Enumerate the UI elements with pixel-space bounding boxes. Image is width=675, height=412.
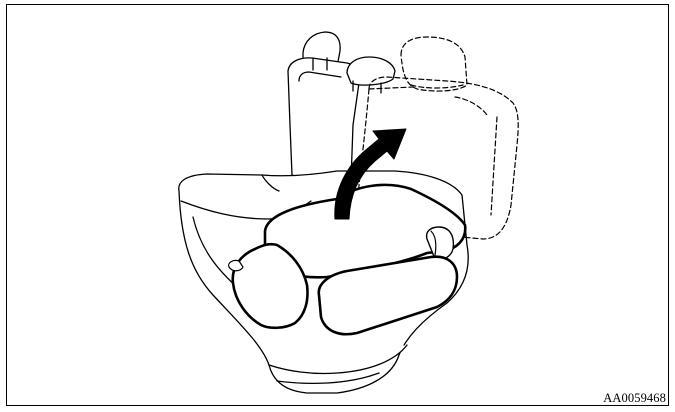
rear-seat-illustration	[7, 5, 670, 407]
folded-seat-back	[288, 32, 360, 182]
figure-code: AA0059468	[601, 391, 666, 405]
figure-frame: AA0059468	[6, 4, 669, 406]
